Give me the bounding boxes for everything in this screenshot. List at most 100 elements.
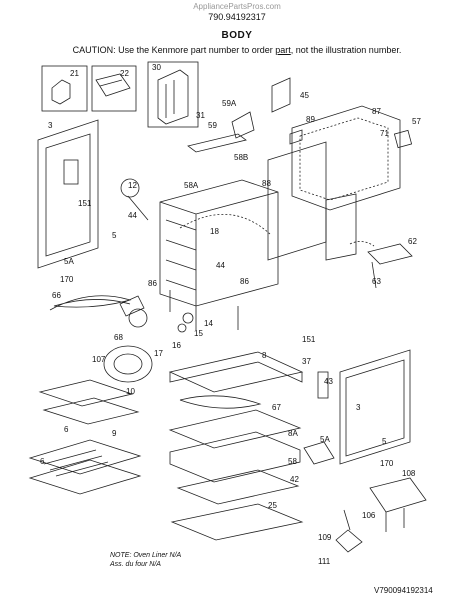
callout-37: 37: [302, 357, 311, 366]
fan-hub: [113, 353, 143, 375]
callout-67: 67: [272, 403, 281, 412]
callout-59: 59: [208, 121, 217, 130]
part-box-21: [41, 65, 88, 112]
callout-3: 3: [48, 121, 53, 130]
callout-107: 107: [92, 355, 106, 364]
callout-5: 5: [382, 437, 387, 446]
callout-14: 14: [204, 319, 213, 328]
model-number: 790.94192317: [208, 12, 266, 22]
panel-25: [170, 503, 304, 541]
wire-harness: [349, 241, 375, 247]
callout-6: 6: [40, 457, 45, 466]
trim-59: [187, 133, 247, 153]
callout-87: 87: [372, 107, 381, 116]
valve-5A-right: [303, 441, 335, 465]
drawer-top-edge: [169, 361, 303, 383]
bracket-45: [271, 77, 291, 113]
sensor-probe: [127, 195, 149, 221]
oven-cavity-edges: [159, 191, 279, 306]
caution-part-link[interactable]: part: [275, 45, 291, 55]
diagram-title: BODY: [221, 30, 253, 41]
note: NOTE: Oven Liner N/A Ass. du four N/A: [110, 551, 181, 569]
sensor-12: [120, 178, 140, 198]
rear-bracket: [325, 193, 357, 261]
callout-59A: 59A: [222, 99, 237, 108]
callout-170: 170: [380, 459, 394, 468]
callout-63: 63: [372, 277, 381, 286]
caution-text: CAUTION: Use the Kenmore part number to …: [0, 45, 474, 55]
callout-12: 12: [128, 181, 137, 190]
callout-16: 16: [172, 341, 181, 350]
panel-42: [176, 469, 300, 505]
drawer-8A: [168, 409, 302, 449]
callout-30: 30: [152, 63, 161, 72]
door-panel-left: [37, 119, 99, 269]
callout-151: 151: [78, 199, 92, 208]
watermark-site: AppliancePartsPros.com: [193, 2, 281, 11]
callout-3: 3: [356, 403, 361, 412]
callout-17: 17: [154, 349, 163, 358]
motor-108: [369, 477, 427, 532]
callout-111: 111: [318, 557, 331, 566]
trim-59A: [231, 111, 255, 139]
callout-106: 106: [362, 511, 376, 520]
callout-15: 15: [194, 329, 203, 338]
caution-prefix: CAUTION: Use the Kenmore part number to …: [72, 45, 276, 55]
callout-58B: 58B: [234, 153, 248, 162]
part-68-bracket: [119, 295, 145, 317]
bolt-43: [317, 371, 329, 399]
convection-fan-107: [103, 345, 153, 383]
callout-8: 8: [262, 351, 267, 360]
part-box-30: [147, 61, 199, 128]
note-line-1: NOTE: Oven Liner N/A: [110, 552, 182, 559]
part-57: [393, 129, 413, 149]
back-panel-71: [291, 105, 401, 211]
callout-57: 57: [412, 117, 421, 126]
callout-9: 9: [112, 429, 117, 438]
callout-31: 31: [196, 111, 205, 120]
terminal-block-62: [367, 243, 413, 289]
bracket-22: [95, 73, 131, 97]
oven-legs: [169, 290, 239, 330]
callout-58A: 58A: [184, 181, 199, 190]
callout-71: 71: [380, 129, 389, 138]
callout-45: 45: [300, 91, 309, 100]
callout-25: 25: [268, 501, 277, 510]
back-panel-vents: [299, 117, 389, 201]
callout-21: 21: [70, 69, 79, 78]
callout-88: 88: [262, 179, 271, 188]
part-89: [289, 129, 303, 145]
callout-86: 86: [148, 279, 157, 288]
part-14: [182, 312, 194, 324]
callout-66: 66: [52, 291, 61, 300]
bake-element-67: [179, 395, 262, 409]
oven-rack-6b: [28, 459, 142, 495]
callout-44: 44: [128, 211, 137, 220]
callout-151: 151: [302, 335, 316, 344]
callout-170: 170: [60, 275, 74, 284]
callout-68: 68: [114, 333, 123, 342]
part-15: [177, 323, 187, 333]
rack-wires: [43, 449, 109, 477]
broiler-pan-10: [38, 379, 134, 407]
callout-18: 18: [210, 227, 219, 236]
oven-cavity-58A: [159, 179, 279, 307]
figure-id: V790094192314: [374, 586, 433, 595]
door-panel-right: [339, 349, 411, 465]
drawer-58: [169, 431, 301, 483]
callout-42: 42: [290, 475, 299, 484]
door-inner-left: [45, 133, 91, 257]
caution-suffix: , not the illustration number.: [290, 45, 402, 55]
fan-blade-106: [335, 509, 363, 553]
callout-62: 62: [408, 237, 417, 246]
callout-86: 86: [240, 277, 249, 286]
part-16: [128, 308, 148, 328]
callout-8A: 8A: [288, 429, 298, 438]
broiler-pan-9: [42, 397, 140, 425]
broil-element-66: [49, 295, 132, 311]
part-box-22: [91, 65, 137, 112]
callout-108: 108: [402, 469, 416, 478]
callout-5A: 5A: [64, 257, 74, 266]
callout-6: 6: [64, 425, 69, 434]
